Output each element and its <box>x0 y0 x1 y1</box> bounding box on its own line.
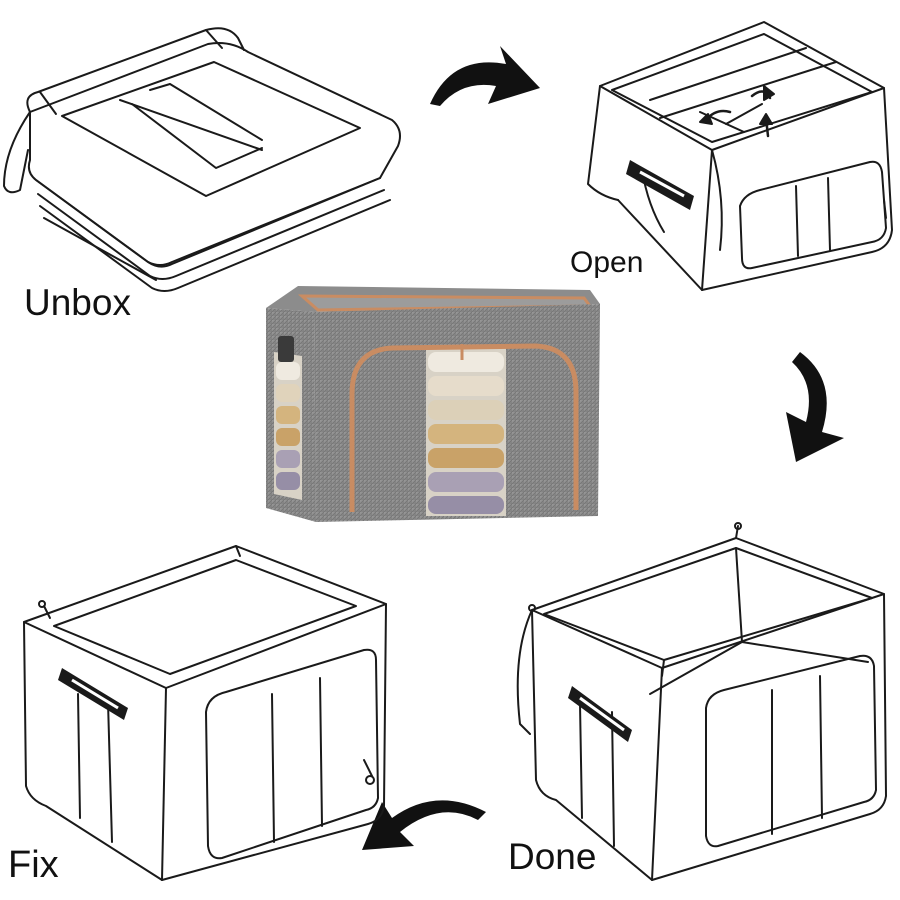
step-label-fix: Fix <box>8 844 59 886</box>
handle-icon <box>626 160 694 210</box>
folded-box-illustration <box>3 27 401 292</box>
step-label-done: Done <box>508 836 597 877</box>
step-label-open: Open <box>570 246 644 279</box>
curved-arrow-icon <box>430 46 540 106</box>
curved-arrow-icon <box>786 352 844 462</box>
closed-box-illustration <box>23 545 387 881</box>
assembled-open-box-illustration <box>516 522 887 881</box>
step-label-unbox: Unbox <box>24 282 131 323</box>
curved-arrow-icon <box>362 800 486 850</box>
finished-box-photo <box>266 286 600 522</box>
handle-icon <box>568 686 632 742</box>
folded-sweaters <box>428 352 504 514</box>
handle-icon <box>58 668 128 720</box>
open-box-illustration <box>587 21 893 291</box>
